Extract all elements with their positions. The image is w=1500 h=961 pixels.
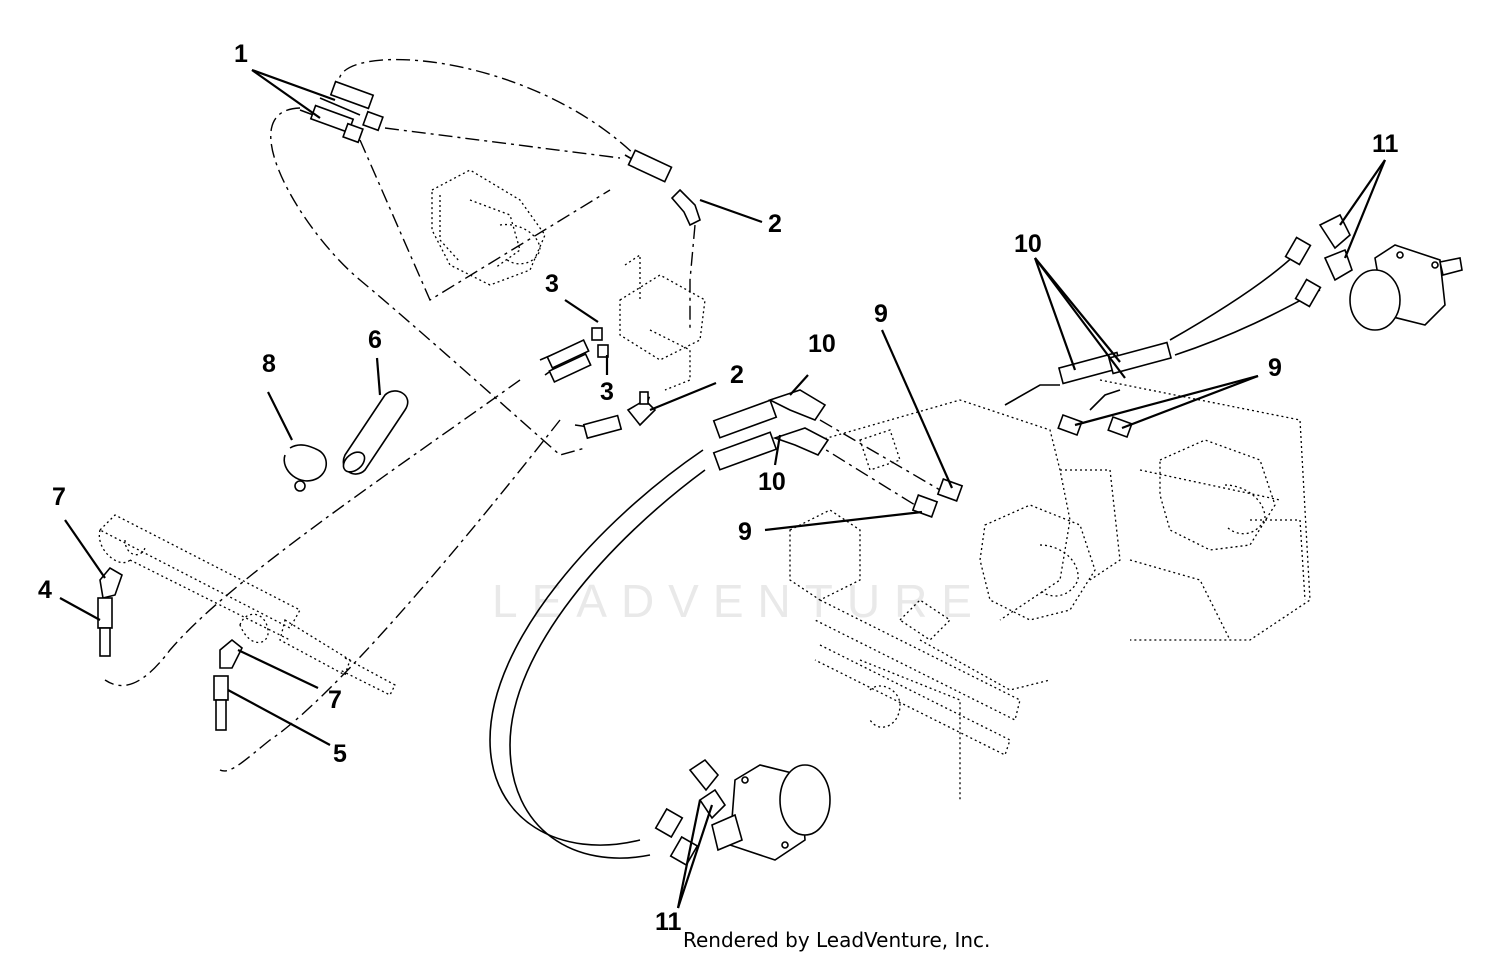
callout-2-lower: 2 (730, 361, 744, 389)
hose-clamp (283, 444, 328, 492)
control-valve (619, 253, 706, 391)
watermark: LEADVENTURE (492, 575, 986, 627)
callout-10-upper: 10 (808, 330, 836, 358)
left-wheel-motor (711, 764, 831, 861)
hose-sleeve (342, 390, 409, 475)
callout-11-bottom: 11 (655, 908, 682, 936)
callout-3-upper: 3 (545, 270, 559, 298)
callout-9-right: 9 (1268, 354, 1282, 382)
hoses (299, 97, 1321, 859)
right-wheel-motor (1349, 244, 1463, 331)
footer-credit: Rendered by LeadVenture, Inc. (683, 928, 991, 952)
upper-pump (431, 169, 546, 286)
callout-11-right: 11 (1372, 130, 1399, 158)
right-pump (1159, 439, 1276, 551)
callout-7-left: 7 (52, 483, 66, 511)
callout-5: 5 (333, 740, 347, 768)
callout-4: 4 (38, 576, 52, 604)
callout-9-lower: 9 (738, 518, 752, 546)
hose-end-fittings (97, 80, 1353, 867)
leader-lines (59, 68, 1387, 909)
callout-7-right: 7 (328, 686, 342, 714)
mower-frame (789, 379, 1311, 800)
callout-labels: 1 2 2 3 3 4 5 6 7 7 8 9 9 9 10 10 10 11 … (38, 40, 1399, 936)
callout-1: 1 (234, 40, 248, 68)
callout-6: 6 (368, 326, 382, 354)
callout-2-upper: 2 (768, 210, 782, 238)
hydraulic-cylinder (98, 514, 396, 696)
callout-3-lower: 3 (600, 378, 614, 406)
callout-10-lower: 10 (758, 468, 786, 496)
center-pump (979, 504, 1096, 621)
hose-routing-lines (104, 58, 941, 772)
callout-10-right: 10 (1014, 230, 1042, 258)
callout-8: 8 (262, 350, 276, 378)
callout-9-upper: 9 (874, 300, 888, 328)
